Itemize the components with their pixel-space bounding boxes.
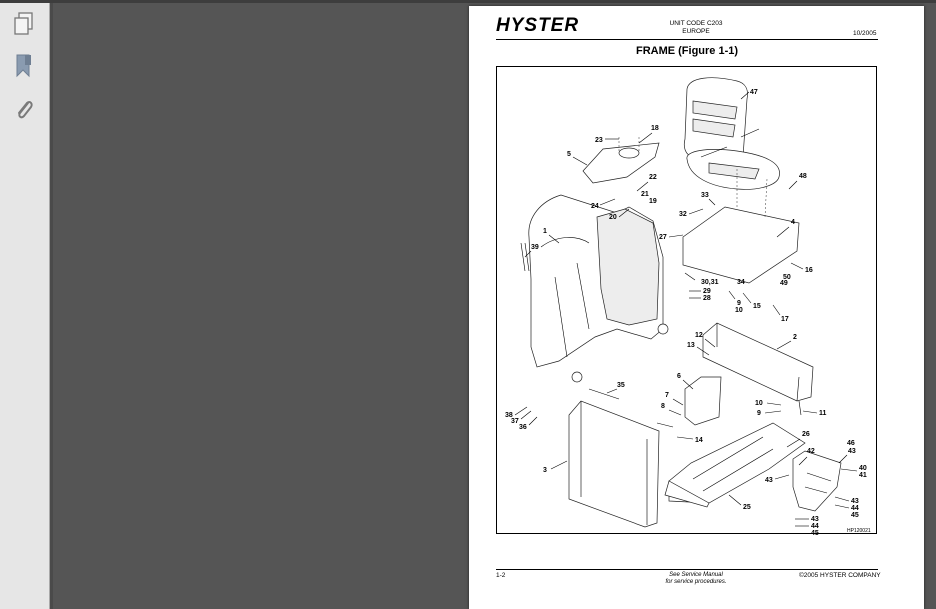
document-date: 10/2005 (853, 30, 877, 37)
callout-label: 43 (848, 448, 856, 455)
figure-title: FRAME (Figure 1-1) (635, 45, 739, 57)
callout-labels: 47 18 23 5 22 21 19 24 20 48 (505, 89, 867, 535)
callout-label: 43 (765, 477, 773, 484)
callout-label: 43 (811, 516, 819, 523)
callout-label: 38 (505, 412, 513, 419)
callout-label: 37 (511, 418, 519, 425)
callout-label: 12 (695, 332, 703, 339)
footer-note-line2: for service procedures. (665, 579, 727, 585)
callout-label: 41 (859, 472, 867, 479)
callout-label: 27 (659, 234, 667, 241)
callout-label: 10 (755, 400, 763, 407)
footer-copyright: ©2005 HYSTER COMPANY (799, 572, 881, 579)
drawing-id: HP120021 (847, 528, 871, 534)
callout-label: 45 (851, 512, 859, 519)
seat-part (683, 77, 780, 190)
document-page: HYSTER UNIT CODE C203 EUROPE 10/2005 FRA… (469, 6, 924, 609)
callout-label: 14 (695, 437, 703, 444)
callout-label: 23 (595, 137, 603, 144)
callout-label: 18 (651, 125, 659, 132)
callout-label: 29 (703, 288, 711, 295)
callout-label: 47 (750, 89, 758, 96)
callout-label: 2 (793, 334, 797, 341)
pages-thumbnails-icon[interactable] (11, 11, 37, 37)
main-frame-part (520, 194, 669, 383)
callout-label: 3 (543, 467, 547, 474)
footer-page-number: 1-2 (496, 572, 506, 579)
callout-label: 19 (649, 198, 657, 205)
callout-label: 26 (802, 431, 810, 438)
callout-label: 43 (851, 498, 859, 505)
callout-label: 11 (819, 410, 827, 417)
floor-plate-part (682, 167, 800, 284)
footer-note-line1: See Service Manual (669, 572, 723, 578)
region: EUROPE (682, 28, 710, 35)
navigation-sidebar (0, 3, 50, 609)
callout-label: 28 (703, 295, 711, 302)
front-panel-part (568, 400, 660, 528)
callout-label: 7 (665, 392, 669, 399)
callout-label: 13 (687, 342, 695, 349)
exploded-parts-diagram: 47 18 23 5 22 21 19 24 20 48 (496, 66, 877, 535)
callout-label: 35 (617, 382, 625, 389)
document-viewer[interactable]: HYSTER UNIT CODE C203 EUROPE 10/2005 FRA… (53, 3, 936, 609)
brand-logo: HYSTER (496, 15, 580, 36)
sidebar-divider (50, 3, 53, 609)
unit-code-header: UNIT CODE C203 EUROPE (641, 20, 751, 36)
footer-note: See Service Manual for service procedure… (641, 572, 751, 586)
callout-label: 24 (591, 203, 599, 210)
callout-label: 36 (519, 424, 527, 431)
unit-code: UNIT CODE C203 (669, 20, 723, 27)
bookmarks-icon[interactable] (11, 53, 37, 79)
bolt-part (588, 388, 802, 428)
callout-label: 4 (791, 219, 795, 226)
callout-label: 22 (649, 174, 657, 181)
callout-label: 1 (543, 228, 547, 235)
callout-label: 8 (661, 403, 665, 410)
callout-label: 45 (811, 530, 819, 535)
callout-label: 6 (677, 373, 681, 380)
callout-label: 46 (847, 440, 855, 447)
callout-label: 48 (799, 173, 807, 180)
attachments-paperclip-icon[interactable] (11, 97, 37, 123)
callout-label: 25 (743, 504, 751, 511)
callout-label: 10 (735, 307, 743, 314)
callout-label: 32 (679, 211, 687, 218)
step-part (792, 450, 842, 512)
callout-label: 50 (783, 274, 791, 281)
callout-label: 44 (851, 505, 859, 512)
callout-label: 39 (531, 244, 539, 251)
callout-label: 44 (811, 523, 819, 530)
footer-rule (496, 569, 878, 570)
window-top-edge (0, 0, 936, 3)
callout-label: 15 (753, 303, 761, 310)
callout-label: 16 (805, 267, 813, 274)
callout-label: 30,31 (701, 279, 719, 286)
callout-label: 5 (567, 151, 571, 158)
callout-label: 21 (641, 191, 649, 198)
callout-label: 9 (737, 300, 741, 307)
frame-exploded-view: 47 18 23 5 22 21 19 24 20 48 (505, 77, 871, 535)
callout-label: 42 (807, 448, 815, 455)
callout-label: 34 (737, 279, 745, 286)
floor-mat-part (664, 422, 806, 508)
side-bar-part (702, 322, 814, 402)
callout-label: 33 (701, 192, 709, 199)
header-rule (496, 39, 878, 40)
callout-label: 20 (609, 214, 617, 221)
callout-label: 40 (859, 465, 867, 472)
callout-label: 49 (780, 280, 788, 287)
callout-label: 9 (757, 410, 761, 417)
cover-plate-part (582, 137, 660, 184)
callout-label: 17 (781, 316, 789, 323)
bracket-part (684, 376, 722, 426)
